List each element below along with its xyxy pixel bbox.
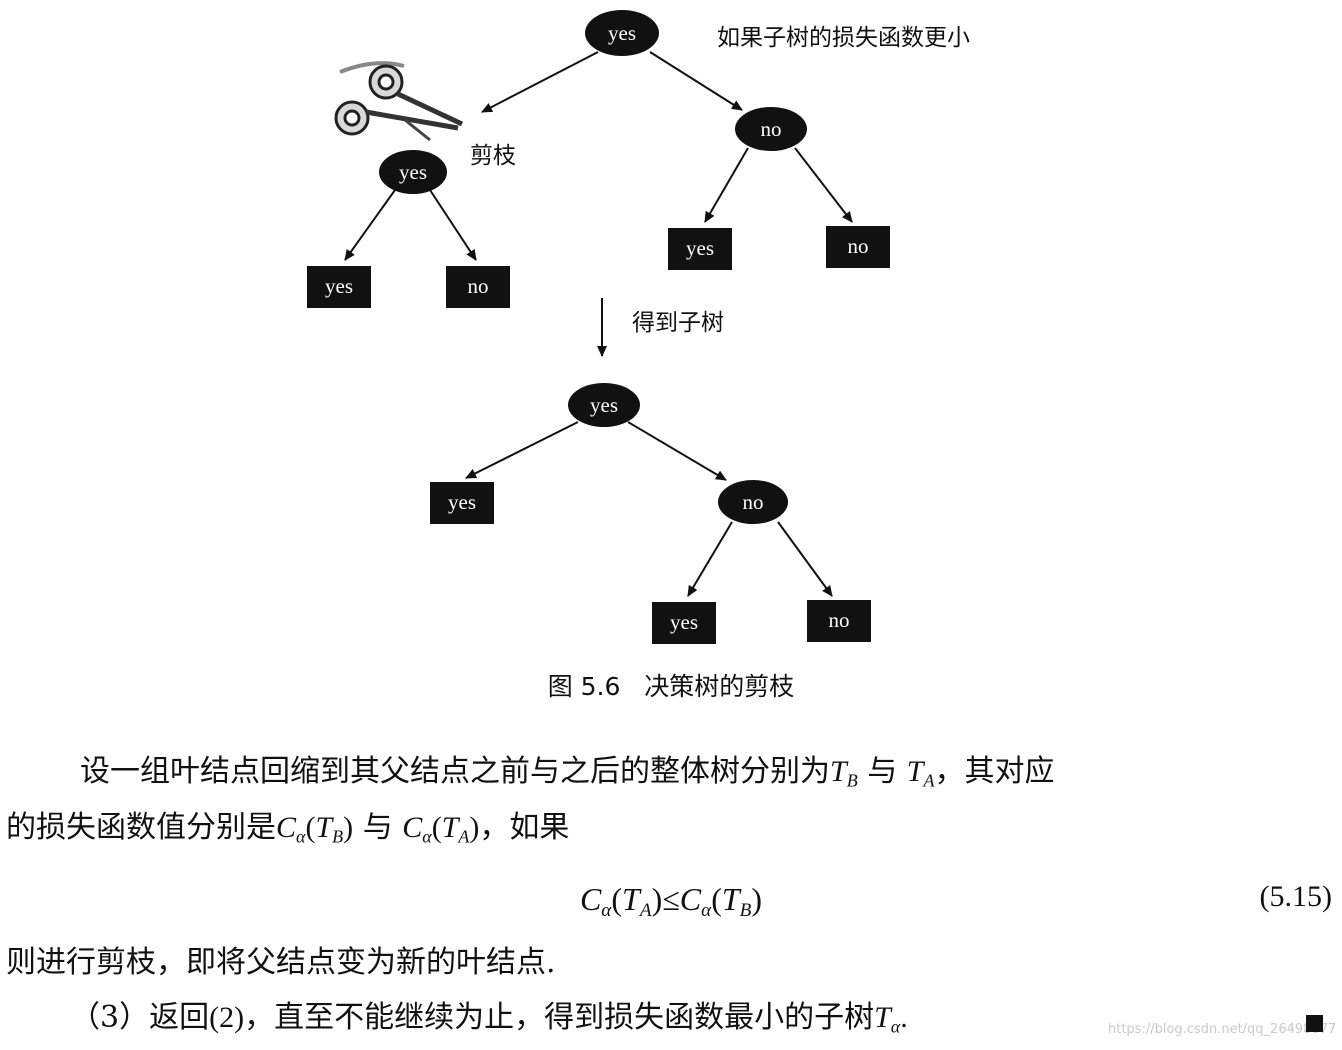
edge-no2-leaf2 bbox=[777, 521, 833, 597]
math-sub-alpha: α bbox=[601, 899, 612, 921]
math-sub-alpha: α bbox=[422, 826, 432, 847]
node-left-internal bbox=[379, 150, 447, 194]
leaf2-3-label: no bbox=[829, 608, 850, 632]
text-run: ，如果 bbox=[479, 810, 570, 845]
edge-right-leaf1 bbox=[704, 147, 749, 223]
math-T: T bbox=[906, 755, 924, 788]
node-left-internal-label: yes bbox=[399, 160, 427, 184]
math-C: C bbox=[579, 881, 602, 917]
figure-caption: 图 5.6 决策树的剪枝 bbox=[0, 667, 1342, 703]
paragraph-line-4: （3）返回(2)，直至不能继续为止，得到损失函数最小的子树Tα. bbox=[70, 1000, 908, 1037]
text-run: 与 bbox=[362, 810, 393, 845]
math-sub-B: B bbox=[846, 770, 858, 791]
leaf-3-label: yes bbox=[686, 236, 714, 260]
math-T: T bbox=[441, 811, 459, 844]
edge-left-leaf1 bbox=[344, 189, 396, 261]
leaf-4-label: no bbox=[848, 234, 869, 258]
leaf2-2-label: yes bbox=[670, 610, 698, 634]
math-le: ≤ bbox=[662, 881, 680, 917]
step-reference: (2) bbox=[209, 1001, 245, 1034]
scissors-icon bbox=[334, 61, 464, 142]
math-sub-alpha: α bbox=[890, 1016, 901, 1037]
paragraph-line-3: 则进行剪枝，即将父结点变为新的叶结点. bbox=[6, 945, 556, 980]
edge-no2-leaf1 bbox=[687, 521, 733, 597]
math-C: C bbox=[276, 811, 297, 844]
text-run: ，其对应 bbox=[934, 754, 1055, 789]
caption-text: 决策树的剪枝 bbox=[644, 672, 795, 701]
leaf-4 bbox=[826, 226, 890, 268]
equation-number: (5.15) bbox=[1259, 880, 1332, 913]
equation-5-15: Cα(TA)≤Cα(TB) bbox=[579, 881, 763, 921]
leaf2-1 bbox=[430, 482, 494, 524]
math-T: T bbox=[721, 881, 740, 917]
paragraph-line-1: 设一组叶结点回缩到其父结点之前与之后的整体树分别为TB 与 TA，其对应 bbox=[80, 754, 1055, 791]
text-run: 与 bbox=[867, 754, 898, 789]
caption-number: 图 5.6 bbox=[547, 672, 621, 701]
node-right-internal bbox=[735, 107, 807, 151]
node-root bbox=[585, 10, 659, 56]
node-no2-label: no bbox=[743, 490, 764, 514]
annotation-prune: 剪枝 bbox=[470, 143, 516, 169]
math-C: C bbox=[402, 811, 423, 844]
edge-root2-left bbox=[465, 421, 579, 479]
leaf2-2 bbox=[652, 602, 716, 644]
text-run: 的损失函数值分别是 bbox=[6, 810, 276, 845]
edge-root-left bbox=[481, 51, 599, 113]
text-run: . bbox=[900, 1001, 908, 1034]
end-of-proof-mark bbox=[1306, 1015, 1323, 1032]
edge-right-leaf2 bbox=[794, 147, 853, 223]
leaf-2 bbox=[446, 266, 510, 308]
leaf-3 bbox=[668, 228, 732, 270]
leaf-1 bbox=[307, 266, 371, 308]
math-T: T bbox=[315, 811, 333, 844]
annotation-smaller-loss: 如果子树的损失函数更小 bbox=[717, 25, 970, 51]
paragraph-line-2: 的损失函数值分别是Cα(TB) 与 Cα(TA)，如果 bbox=[6, 810, 570, 847]
edge-root-right bbox=[649, 51, 743, 111]
text-run: 设一组叶结点回缩到其父结点之前与之后的整体树分别为 bbox=[80, 754, 830, 789]
node-root2 bbox=[568, 383, 640, 427]
decision-tree-pruning-figure: yes yes no yes no yes no 如果子树的损失函数更小 剪枝 … bbox=[307, 10, 970, 644]
edge-root2-right bbox=[627, 421, 727, 481]
leaf2-1-label: yes bbox=[448, 490, 476, 514]
edge-left-leaf2 bbox=[429, 189, 477, 261]
math-sub-alpha: α bbox=[701, 899, 712, 921]
node-no2 bbox=[718, 480, 788, 524]
math-T: T bbox=[874, 1001, 891, 1034]
leaf-2-label: no bbox=[468, 274, 489, 298]
text-run: （3）返回 bbox=[70, 1000, 210, 1035]
math-T: T bbox=[830, 755, 847, 788]
lower-tree: yes yes no yes no bbox=[430, 383, 871, 644]
leaf-1-label: yes bbox=[325, 274, 353, 298]
math-sub-alpha: α bbox=[296, 826, 306, 847]
math-sub-B: B bbox=[739, 899, 752, 921]
annotation-get-subtree: 得到子树 bbox=[632, 310, 724, 336]
node-root2-label: yes bbox=[590, 393, 618, 417]
math-sub-A: A bbox=[639, 899, 652, 921]
node-right-internal-label: no bbox=[761, 117, 782, 141]
math-sub-A: A bbox=[458, 826, 470, 847]
node-root-label: yes bbox=[608, 21, 636, 45]
leaf2-3 bbox=[807, 600, 871, 642]
text-run: ，直至不能继续为止，得到损失函数最小的子树 bbox=[244, 1000, 875, 1035]
watermark-url: https://blog.csdn.net/qq_26498077 bbox=[1108, 1022, 1337, 1037]
math-sub-B: B bbox=[332, 826, 344, 847]
math-C: C bbox=[679, 881, 702, 917]
math-sub-A: A bbox=[923, 770, 935, 791]
upper-tree: yes yes no yes no yes no bbox=[307, 10, 890, 308]
math-T: T bbox=[622, 881, 640, 917]
